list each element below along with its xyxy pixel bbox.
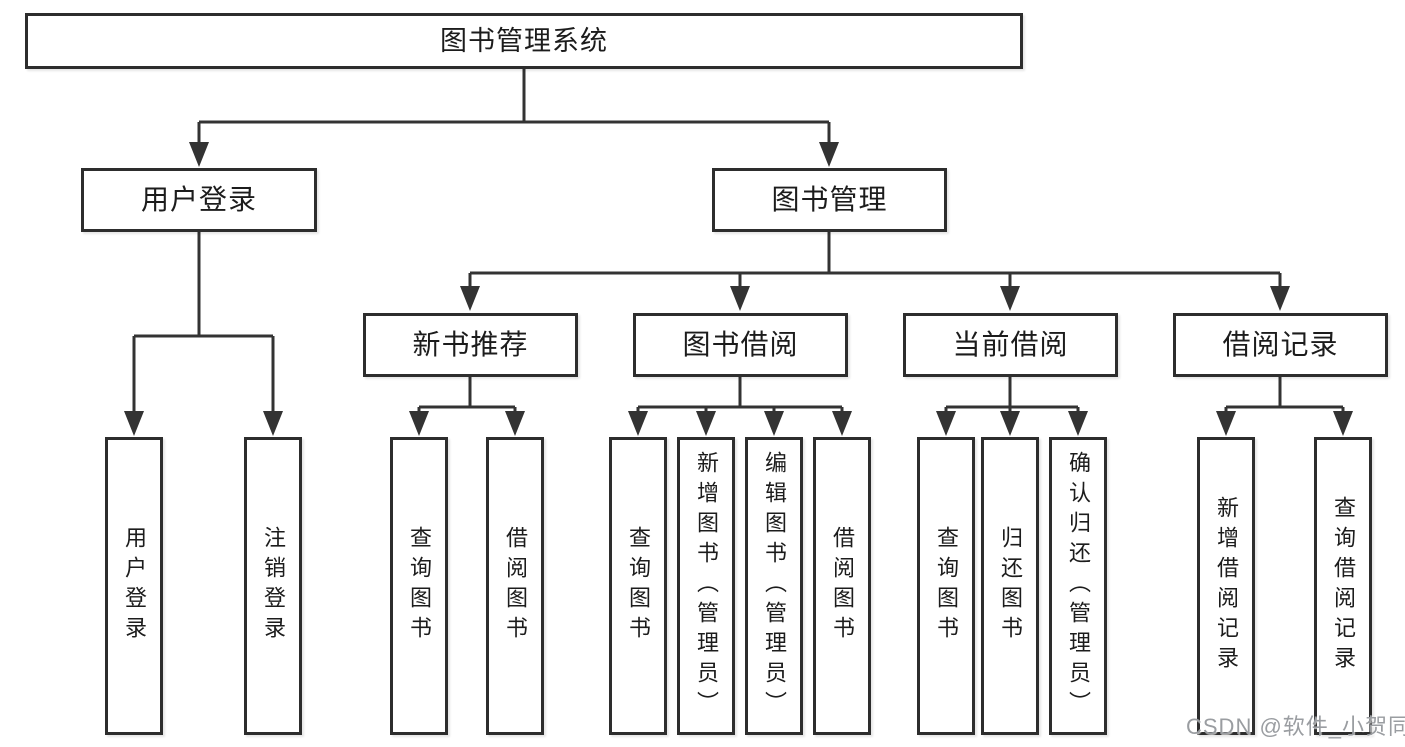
node-label: 借阅记录 — [1222, 329, 1339, 360]
node-label: 查询图书 — [626, 526, 651, 646]
node-label: 查询借阅记录 — [1331, 496, 1356, 676]
node-borrow-record: 借阅记录 — [1173, 313, 1388, 377]
node-user-login: 用户登录 — [81, 168, 317, 232]
node-root-library-system: 图书管理系统 — [25, 13, 1023, 69]
node-label: 新增借阅记录 — [1214, 496, 1239, 676]
leaf-borrow-add-book-admin: 新增图书（管理员） — [677, 437, 735, 735]
leaf-record-add-borrow-record: 新增借阅记录 — [1197, 437, 1255, 735]
node-current-borrow: 当前借阅 — [903, 313, 1118, 377]
node-book-management: 图书管理 — [712, 168, 947, 232]
node-label: 用户登录 — [140, 184, 257, 215]
node-label: 图书管理 — [771, 184, 888, 215]
leaf-borrow-query-book: 查询图书 — [609, 437, 667, 735]
node-label: 图书管理系统 — [440, 25, 608, 56]
node-label: 借阅图书 — [830, 526, 855, 646]
node-label: 注销登录 — [261, 526, 286, 646]
node-label: 借阅图书 — [503, 526, 528, 646]
leaf-current-return-book: 归还图书 — [981, 437, 1039, 735]
csdn-watermark: CSDN @软件_小贺同学 — [1186, 714, 1405, 739]
leaf-logout-login: 注销登录 — [244, 437, 302, 735]
node-label: 当前借阅 — [952, 329, 1069, 360]
node-book-borrow: 图书借阅 — [633, 313, 848, 377]
leaf-user-login: 用户登录 — [105, 437, 163, 735]
node-label: 查询图书 — [934, 526, 959, 646]
leaf-borrow-edit-book-admin: 编辑图书（管理员） — [745, 437, 803, 735]
node-label: 查询图书 — [407, 526, 432, 646]
node-label: 用户登录 — [122, 526, 147, 646]
node-label: 编辑图书（管理员） — [762, 451, 787, 721]
leaf-record-query-borrow-record: 查询借阅记录 — [1314, 437, 1372, 735]
node-label: 图书借阅 — [682, 329, 799, 360]
leaf-newbook-borrow-book: 借阅图书 — [486, 437, 544, 735]
leaf-borrow-borrow-book: 借阅图书 — [813, 437, 871, 735]
leaf-current-confirm-return-admin: 确认归还（管理员） — [1049, 437, 1107, 735]
node-new-book-recommend: 新书推荐 — [363, 313, 578, 377]
leaf-newbook-query-book: 查询图书 — [390, 437, 448, 735]
leaf-current-query-book: 查询图书 — [917, 437, 975, 735]
node-label: 新书推荐 — [412, 329, 529, 360]
node-label: 新增图书（管理员） — [694, 451, 719, 721]
node-label: 归还图书 — [998, 526, 1023, 646]
node-label: 确认归还（管理员） — [1066, 451, 1091, 721]
